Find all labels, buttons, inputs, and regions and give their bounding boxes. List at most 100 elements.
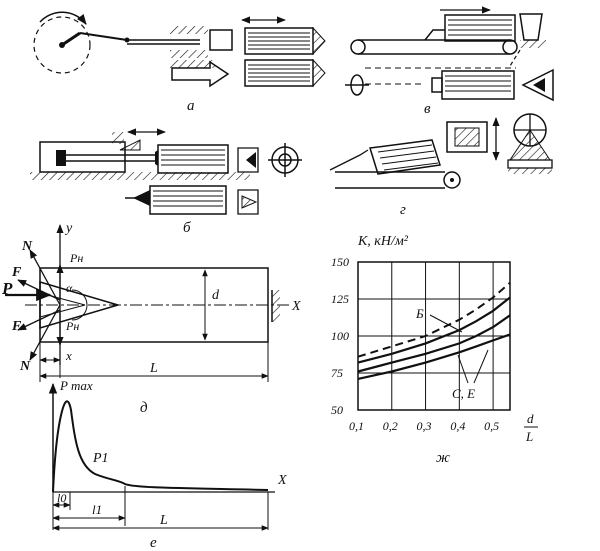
chart-grid	[357, 261, 511, 411]
rotation-arrow	[39, 11, 87, 25]
curve-label-b: Б	[415, 306, 424, 321]
force-n-top	[29, 249, 61, 306]
log-lower-grain	[445, 75, 511, 92]
x-tick-label: 0,3	[417, 419, 432, 433]
panel-b-hydraulic-splitter: б	[30, 128, 302, 236]
log-b-top	[157, 144, 229, 174]
y-tick-label: 125	[331, 292, 349, 306]
label-l0: l0	[57, 491, 66, 505]
frame-box-inner	[454, 127, 480, 147]
crank-arm	[61, 31, 81, 47]
axis-x-label-e: X	[277, 473, 287, 488]
alpha-arc	[71, 289, 88, 321]
label-ph-bottom: Pн	[65, 319, 79, 333]
y-tick-label: 75	[331, 366, 343, 380]
label-p: P	[1, 279, 13, 298]
log-b-bottom-grain	[153, 190, 223, 207]
splitting-wedge-top	[312, 26, 326, 56]
panel-b-label: б	[183, 220, 191, 236]
y-tick-label: 100	[331, 329, 349, 343]
log-g	[369, 139, 441, 175]
wedge-b-top	[237, 147, 259, 173]
label-n-bottom: N	[19, 359, 31, 374]
force-curve	[52, 400, 269, 493]
panel-d-force-diagram: у N N F F P Pн Pн α d X x L д	[1, 221, 301, 416]
log-lower	[441, 70, 515, 100]
chart-series	[357, 281, 511, 380]
plunger-block	[209, 29, 233, 51]
feed-arrow	[171, 60, 230, 88]
chart-ylabel: К, кН/м²	[357, 234, 409, 249]
wedge-inner-bottom	[39, 304, 86, 318]
radial-knife-icon	[507, 113, 553, 174]
panel-g-feeder-splitter: г	[329, 113, 553, 218]
log-top-grain	[248, 32, 310, 50]
frame-box	[446, 121, 488, 153]
x-tick-label: 0,5	[484, 419, 499, 433]
chart-xlabel-num: d	[527, 411, 534, 426]
wedge-b-bottom	[237, 189, 259, 215]
y-tick-label: 150	[331, 255, 349, 269]
label-p1: P1	[92, 451, 109, 466]
label-f-top: F	[11, 265, 22, 280]
x-tick-label: 0,4	[450, 419, 465, 433]
cylinder-wall	[39, 141, 126, 173]
panel-a-crank-mechanism: а	[33, 11, 326, 114]
chart-series-3	[357, 314, 511, 373]
base-hatch	[170, 60, 215, 68]
axis-x-label-d: X	[291, 299, 301, 314]
panel-g-label: г	[400, 202, 406, 218]
cylinder-hatch-top	[112, 132, 124, 144]
label-f-bottom: F	[11, 319, 22, 334]
label-ph-top: Pн	[69, 251, 83, 265]
force-f-top	[17, 279, 61, 301]
log-upper-grain	[448, 19, 512, 36]
panel-a-label: а	[187, 98, 195, 114]
splitting-wedge-bottom	[312, 58, 326, 88]
log-b-top-grain	[161, 149, 225, 166]
label-pmax: P max	[59, 378, 93, 393]
conveyor-pulley-left	[350, 39, 366, 55]
x-tick-label: 0,2	[383, 419, 398, 433]
chart-panel-label: ж	[436, 450, 450, 466]
stop-hatch	[272, 290, 280, 322]
label-l1: l1	[92, 502, 102, 517]
connecting-rod	[79, 32, 128, 41]
panel-v-label: в	[424, 101, 431, 117]
log-b-bottom	[149, 185, 227, 215]
axis-y-label: у	[64, 221, 73, 236]
label-ce-leader-2	[473, 349, 489, 384]
label-b-leader	[429, 314, 463, 333]
panel-e-label: е	[150, 535, 157, 551]
chart-series-4	[357, 333, 511, 380]
clamp-block	[431, 77, 443, 93]
guide-wedge	[119, 139, 141, 151]
flywheel-circle	[33, 16, 91, 74]
wedge-inner	[533, 78, 545, 92]
log-g-grain	[377, 144, 439, 171]
label-alpha: α	[66, 281, 73, 295]
force-f-bottom	[17, 309, 61, 331]
curve-label-ce: С, Е	[452, 386, 475, 401]
label-x-dim: x	[65, 348, 72, 363]
pusher-plate	[519, 13, 543, 41]
conveyor-g-pulley	[443, 171, 461, 189]
panel-v-conveyor-splitter: в	[345, 6, 554, 117]
piston-head	[56, 150, 66, 166]
label-d: d	[212, 288, 220, 303]
wedge-triangle	[521, 68, 554, 102]
label-ce-leader-1	[457, 354, 469, 384]
log-bottom-grain	[248, 64, 310, 82]
guide-hatch-top	[170, 26, 208, 34]
label-L-d: L	[149, 361, 158, 376]
conveyor-pulley-right	[502, 39, 518, 55]
wedge-shape	[39, 280, 121, 330]
ground-hatch	[30, 172, 250, 180]
panel-d-label: д	[140, 400, 148, 416]
label-L-e: L	[159, 513, 168, 528]
chute-incline	[329, 149, 369, 171]
y-tick-label: 50	[331, 403, 343, 417]
guide-hatch-bottom	[170, 50, 208, 58]
